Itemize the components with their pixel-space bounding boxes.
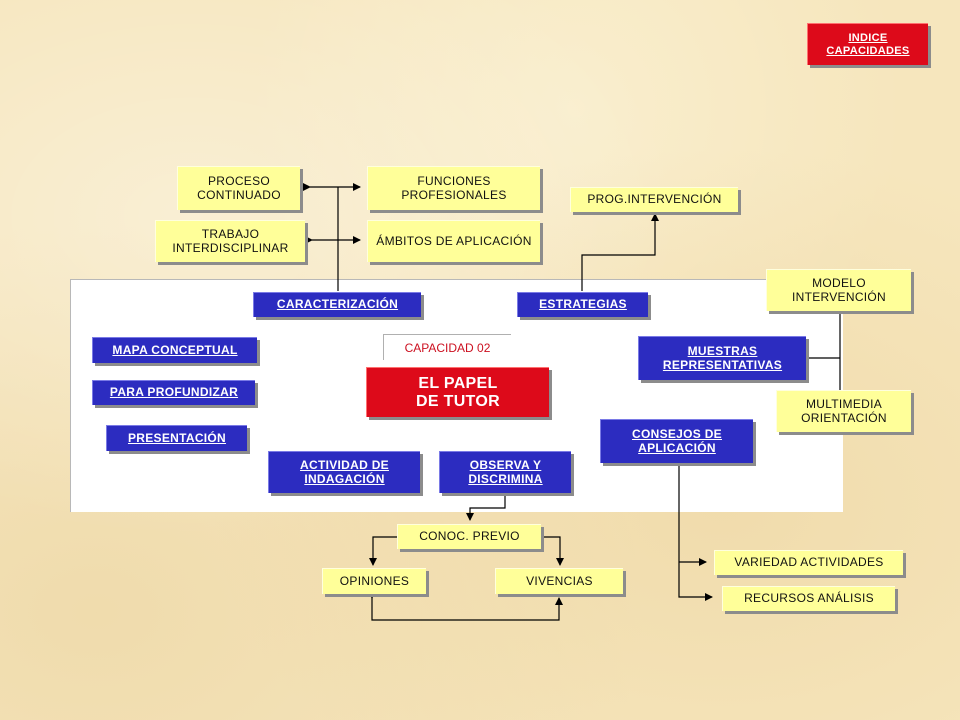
consejos-aplicacion-button[interactable]: CONSEJOS DE APLICACIÓN bbox=[600, 419, 753, 463]
caracterizacion-button[interactable]: CARACTERIZACIÓN bbox=[253, 292, 421, 317]
prog-intervencion-box: PROG.INTERVENCIÓN bbox=[570, 187, 738, 212]
actividad-indagacion-button[interactable]: ACTIVIDAD DE INDAGACIÓN bbox=[268, 451, 420, 493]
para-profundizar-button[interactable]: PARA PROFUNDIZAR bbox=[92, 380, 255, 405]
presentacion-button[interactable]: PRESENTACIÓN bbox=[106, 425, 247, 451]
capacidad-label: CAPACIDAD 02 bbox=[383, 334, 511, 360]
muestras-representativas-button[interactable]: MUESTRAS REPRESENTATIVAS bbox=[638, 336, 806, 380]
connector-opiniones-vivencias bbox=[368, 591, 563, 621]
recursos-analisis-box: RECURSOS ANÁLISIS bbox=[722, 586, 895, 611]
conoc-previo-box: CONOC. PREVIO bbox=[397, 524, 541, 549]
ambitos-aplicacion-box: ÁMBITOS DE APLICACIÓN bbox=[367, 220, 540, 262]
variedad-actividades-box: VARIEDAD ACTIVIDADES bbox=[714, 550, 903, 575]
main-title-box: EL PAPEL DE TUTOR bbox=[366, 367, 549, 417]
vivencias-box: VIVENCIAS bbox=[495, 568, 623, 594]
estrategias-button[interactable]: ESTRATEGIAS bbox=[517, 292, 648, 317]
connector-conoc-opiniones bbox=[369, 536, 397, 566]
proceso-continuado-box: PROCESO CONTINUADO bbox=[177, 166, 300, 210]
modelo-intervencion-box: MODELO INTERVENCIÓN bbox=[766, 269, 911, 311]
connector-conoc-vivencias bbox=[543, 536, 564, 566]
index-capacidades-button[interactable]: INDICE CAPACIDADES bbox=[807, 23, 928, 65]
mapa-conceptual-button[interactable]: MAPA CONCEPTUAL bbox=[92, 337, 257, 363]
multimedia-orientacion-box: MULTIMEDIA ORIENTACIÓN bbox=[776, 390, 911, 432]
funciones-profesionales-box: FUNCIONES PROFESIONALES bbox=[367, 166, 540, 210]
opiniones-box: OPINIONES bbox=[322, 568, 426, 594]
trabajo-interdisciplinar-box: TRABAJO INTERDISCIPLINAR bbox=[155, 220, 305, 262]
observa-discrimina-button[interactable]: OBSERVA Y DISCRIMINA bbox=[439, 451, 571, 493]
